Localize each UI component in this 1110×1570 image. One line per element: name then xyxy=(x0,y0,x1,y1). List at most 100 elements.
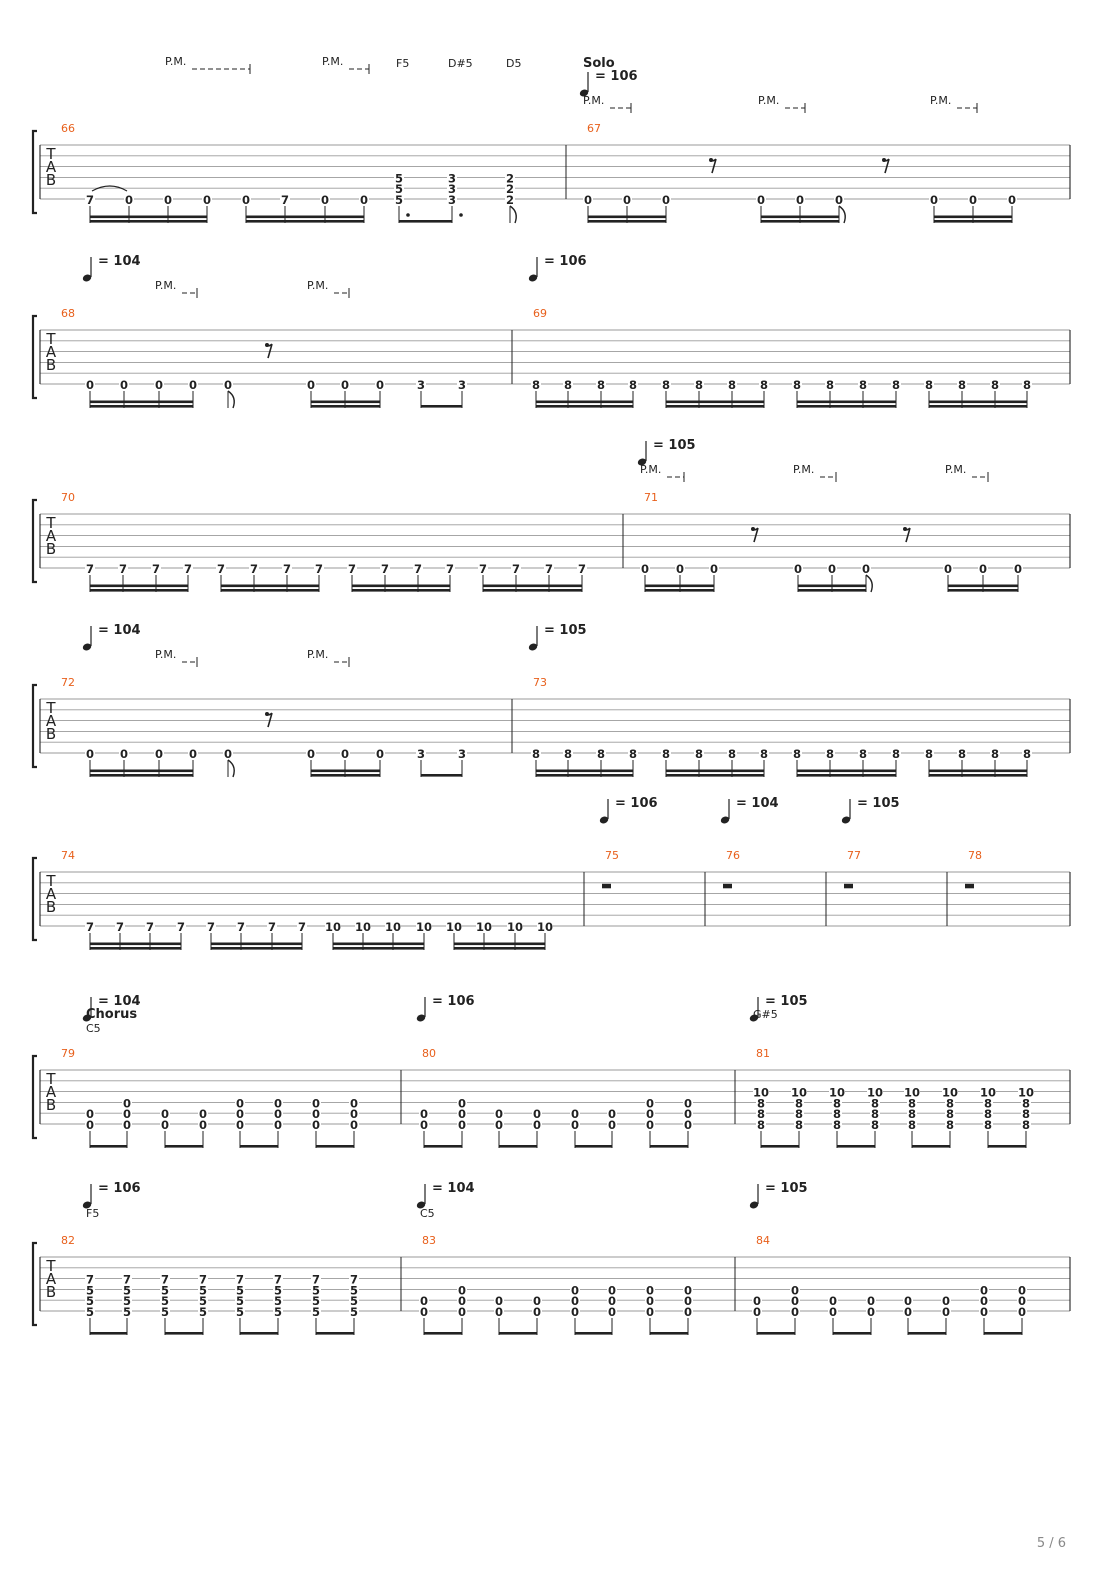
fret-bg xyxy=(683,1296,693,1307)
fret-number: 8 xyxy=(629,747,637,761)
fret-bg xyxy=(1021,1109,1031,1120)
quarter-note-icon xyxy=(416,1014,426,1022)
fret-number: 0 xyxy=(867,1305,875,1319)
tab-clef-letter: T xyxy=(45,1070,56,1088)
fret-bg xyxy=(756,1120,766,1130)
fret-number: 5 xyxy=(161,1305,169,1319)
tab-clef-letter: A xyxy=(46,343,57,361)
fret-number: 8 xyxy=(532,378,540,392)
fret-number: 8 xyxy=(532,747,540,761)
fret-bg xyxy=(297,922,307,932)
beam xyxy=(536,405,633,408)
fret-bg xyxy=(235,1307,245,1317)
fret-bg xyxy=(306,749,316,759)
fret-number: 7 xyxy=(146,920,154,934)
fret-number: 0 xyxy=(189,747,197,761)
fret-number: 7 xyxy=(116,920,124,934)
fret-number: 5 xyxy=(350,1283,358,1297)
fret-bg xyxy=(870,1098,880,1109)
fret-number: 0 xyxy=(274,1107,282,1121)
beam xyxy=(948,589,1018,592)
fret-number: 0 xyxy=(930,193,938,207)
fret-number: 7 xyxy=(281,193,289,207)
fret-number: 0 xyxy=(224,378,232,392)
fret-bg xyxy=(661,380,671,390)
fret-number: 7 xyxy=(86,562,94,576)
tab-clef-letter: T xyxy=(45,145,56,163)
fret-number: 0 xyxy=(376,747,384,761)
beam xyxy=(90,405,193,408)
fret-bg xyxy=(759,749,769,759)
fret-bg xyxy=(531,749,541,759)
fret-number: 8 xyxy=(1022,1118,1030,1132)
beam xyxy=(90,220,207,223)
fret-bg xyxy=(1017,1285,1027,1296)
fret-bg xyxy=(957,380,967,390)
fret-number: 8 xyxy=(871,1096,879,1110)
fret-number: 5 xyxy=(123,1283,131,1297)
beam xyxy=(666,774,764,777)
fret-bg xyxy=(945,1109,955,1120)
tab-clef-letter: A xyxy=(46,1083,57,1101)
palm-mute-label: P.M. xyxy=(165,55,186,68)
fret-bg xyxy=(752,1307,762,1317)
fret-bg xyxy=(537,922,553,932)
fret-bg xyxy=(85,922,95,932)
fret-number: 3 xyxy=(448,171,456,185)
fret-number: 0 xyxy=(341,378,349,392)
system-bracket xyxy=(31,1054,37,1140)
tab-clef-letter: B xyxy=(46,356,56,374)
fret-number: 7 xyxy=(123,1273,131,1287)
fret-number: 7 xyxy=(177,920,185,934)
dot xyxy=(459,213,463,217)
beam xyxy=(90,769,193,773)
fret-bg xyxy=(198,1274,208,1285)
fret-bg xyxy=(273,1274,283,1285)
fret-bg xyxy=(978,564,988,574)
fret-number: 0 xyxy=(495,1107,503,1121)
fret-bg xyxy=(176,922,186,932)
fret-bg xyxy=(866,1296,876,1307)
tab-clef-letter: A xyxy=(46,527,57,545)
tempo-marking: = 106 xyxy=(579,69,638,97)
fret-number: 5 xyxy=(86,1294,94,1308)
fret-number: 0 xyxy=(571,1107,579,1121)
eighth-rest-dot xyxy=(265,343,269,348)
fret-number: 0 xyxy=(662,193,670,207)
chord-name: D#5 xyxy=(448,57,473,70)
fret-number: 3 xyxy=(458,378,466,392)
tab-clef-letter: B xyxy=(46,725,56,743)
fret-number: 0 xyxy=(164,193,172,207)
fret-number: 10 xyxy=(476,920,492,934)
fret-bg xyxy=(532,1120,542,1130)
fret-bg xyxy=(119,749,129,759)
fret-bg xyxy=(1017,1296,1027,1307)
fret-bg xyxy=(607,1120,617,1130)
chord-name: D5 xyxy=(506,57,521,70)
fret-bg xyxy=(834,195,844,205)
fret-bg xyxy=(85,1307,95,1317)
fret-bg xyxy=(457,380,467,390)
fret-bg xyxy=(340,749,350,759)
fret-bg xyxy=(792,749,802,759)
fret-number: 0 xyxy=(458,1294,466,1308)
fret-bg xyxy=(267,922,277,932)
palm-mute-label: P.M. xyxy=(930,94,951,107)
fret-bg xyxy=(983,1098,993,1109)
fret-number: 8 xyxy=(597,378,605,392)
fret-number: 5 xyxy=(199,1283,207,1297)
fret-bg xyxy=(115,922,125,932)
quarter-note-icon xyxy=(416,1201,426,1209)
fret-bg xyxy=(941,1296,951,1307)
fret-bg xyxy=(385,922,401,932)
fret-number: 8 xyxy=(757,1118,765,1132)
fret-bg xyxy=(314,564,324,574)
tempo-marking: = 105 xyxy=(749,1181,808,1209)
fret-bg xyxy=(791,1087,807,1098)
fret-number: 8 xyxy=(728,378,736,392)
fret-number: 0 xyxy=(684,1118,692,1132)
fret-number: 0 xyxy=(829,1305,837,1319)
fret-number: 5 xyxy=(161,1294,169,1308)
fret-bg xyxy=(544,564,554,574)
fret-number: 0 xyxy=(942,1294,950,1308)
